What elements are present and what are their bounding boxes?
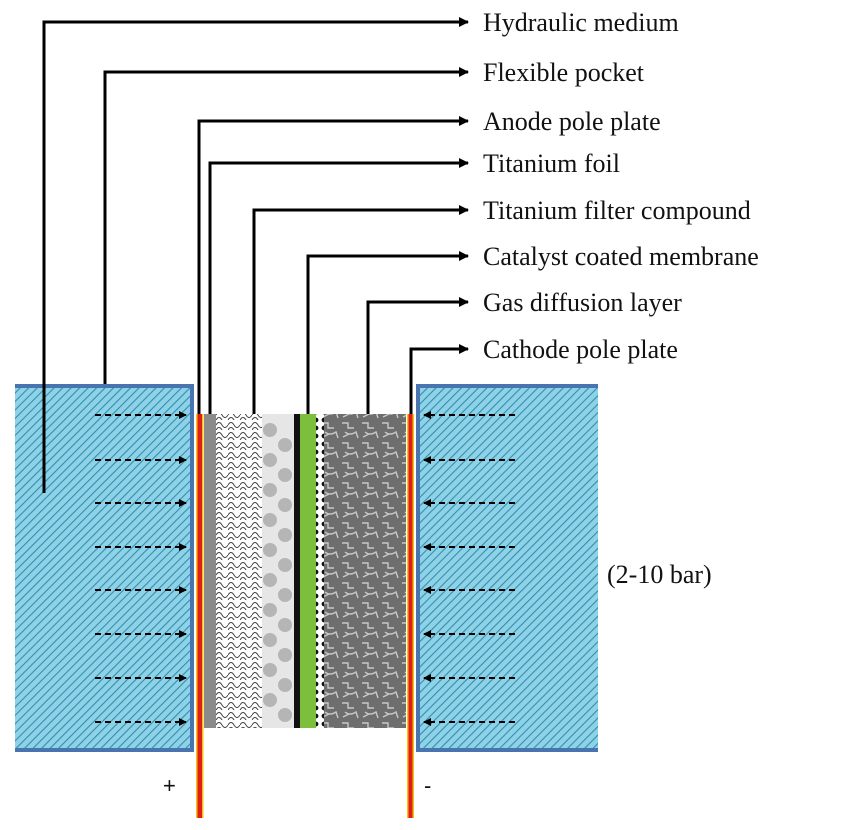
cathode-pole-plate (407, 414, 414, 818)
leader-flexible-pocket (103, 67, 469, 384)
label-cathode-pole-plate: Cathode pole plate (483, 335, 678, 364)
right-hydraulic-chamber (416, 384, 598, 752)
porous-transport-spheres (262, 414, 294, 728)
left-hydraulic-chamber (15, 384, 194, 752)
titanium-foil (204, 414, 216, 728)
cell-stack (196, 414, 414, 818)
leader-titanium-filter-compound (252, 205, 469, 414)
label-titanium-foil: Titanium foil (483, 149, 620, 178)
titanium-filter-compound (216, 414, 262, 728)
label-catalyst-coated-membrane: Catalyst coated membrane (483, 242, 759, 271)
pressure-label: (2-10 bar) (607, 560, 712, 589)
cathode-polarity-label: - (424, 773, 431, 798)
label-titanium-filter-compound: Titanium filter compound (483, 196, 751, 225)
leader-titanium-foil (208, 158, 469, 414)
leader-lines (42, 17, 469, 493)
left-pressure-arrows (95, 411, 187, 726)
leader-anode-pole-plate (197, 116, 469, 414)
anode-pole-plate (196, 414, 203, 818)
label-hydraulic-medium: Hydraulic medium (483, 8, 679, 37)
right-pressure-arrows (423, 411, 515, 726)
label-anode-pole-plate: Anode pole plate (483, 107, 661, 136)
anode-polarity-label: + (163, 773, 176, 798)
leader-cathode-pole-plate (409, 344, 469, 414)
catalyst-coated-membrane (300, 414, 316, 728)
label-gas-diffusion-layer: Gas diffusion layer (483, 288, 682, 317)
leader-catalyst-coated-membrane (306, 251, 469, 414)
leader-hydraulic-medium (42, 17, 469, 493)
gas-diffusion-layer (324, 414, 406, 728)
label-flexible-pocket: Flexible pocket (483, 58, 645, 87)
leader-gas-diffusion-layer (366, 297, 469, 414)
